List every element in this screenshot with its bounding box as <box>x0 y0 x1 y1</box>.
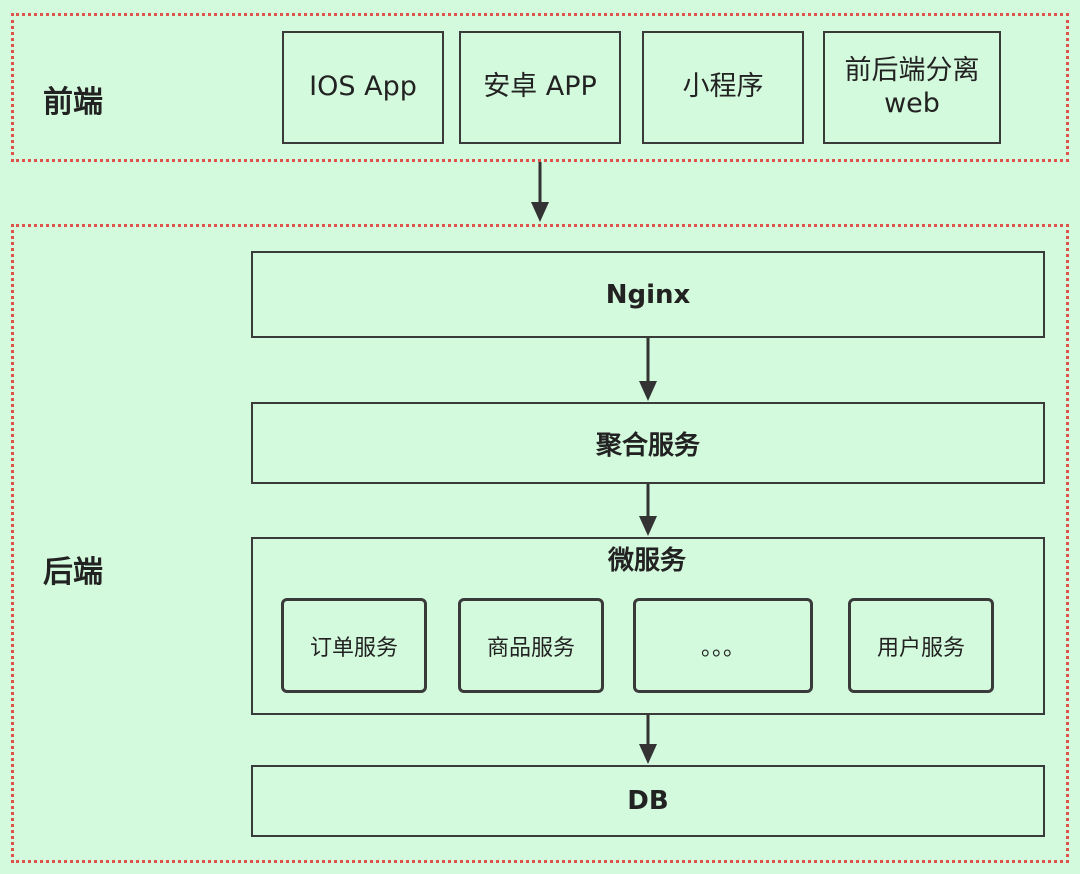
order-service-box: 订单服务 <box>281 598 427 693</box>
user-service-box: 用户服务 <box>848 598 994 693</box>
db-box: DB <box>251 765 1045 837</box>
backend-label: 后端 <box>43 555 103 590</box>
arrow-aggregation-to-microservices <box>639 484 657 536</box>
arrow-nginx-to-aggregation <box>639 338 657 401</box>
client-ios-app: IOS App <box>282 31 444 144</box>
arrow-frontend-to-backend <box>531 162 549 222</box>
microservices-title: 微服务 <box>608 546 687 576</box>
backend-region <box>11 224 1069 863</box>
ellipsis-service-box: 。。。 <box>633 598 813 693</box>
frontend-label: 前端 <box>43 85 103 120</box>
nginx-box: Nginx <box>251 251 1045 338</box>
aggregation-service-box: 聚合服务 <box>251 402 1045 484</box>
client-separated-web: 前后端分离 web <box>823 31 1001 144</box>
frontend-region <box>11 13 1069 162</box>
arrow-microservices-to-db <box>639 715 657 764</box>
client-android-app: 安卓 APP <box>459 31 621 144</box>
client-mini-program: 小程序 <box>642 31 804 144</box>
product-service-box: 商品服务 <box>458 598 604 693</box>
